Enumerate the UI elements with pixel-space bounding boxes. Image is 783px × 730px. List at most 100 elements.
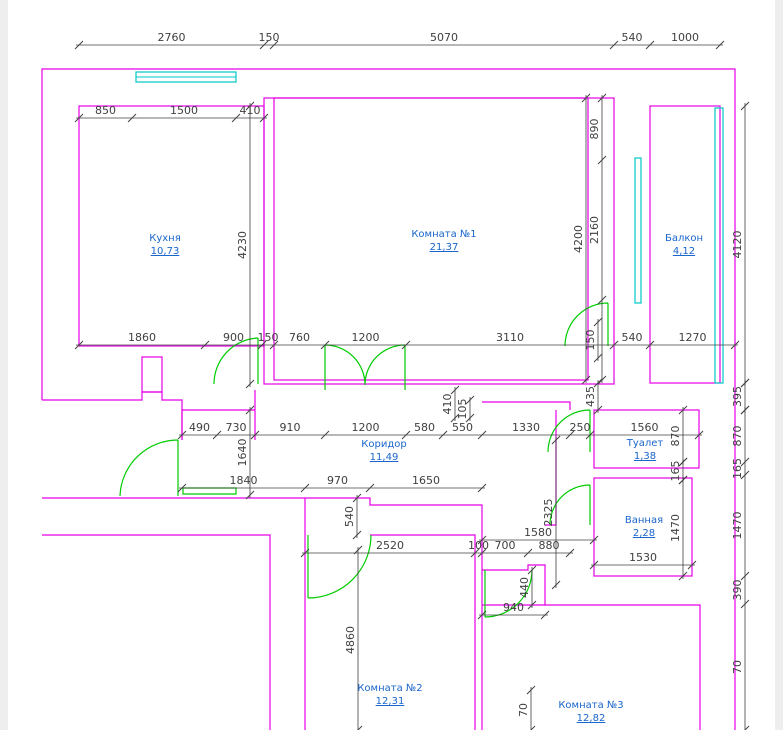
dimension-tick <box>245 405 255 415</box>
dimension-tick <box>687 560 697 570</box>
entrance-door-leaf <box>182 487 237 495</box>
dimension-tick <box>257 340 267 350</box>
dimension-tick <box>477 483 487 493</box>
dimension-tick <box>609 340 619 350</box>
dimension-tick <box>740 457 750 467</box>
dimension-tick <box>597 295 607 305</box>
dimension-tick <box>465 395 475 405</box>
dimension-tick <box>526 685 536 695</box>
dimension-tick <box>352 530 362 540</box>
dim-right-column-label: 165 <box>731 458 744 479</box>
dimension-tick <box>177 430 187 440</box>
doors-layer <box>119 302 609 618</box>
dimension-tick <box>527 565 537 575</box>
room3-door-swing <box>484 569 533 618</box>
outer-wall-outline <box>41 68 736 730</box>
dim-corridor-row-label: 490 <box>189 421 210 434</box>
dim-corridor-row-label: 730 <box>226 421 247 434</box>
dim-room3-side-label: 70 <box>517 703 530 717</box>
dimension-tick <box>740 378 750 388</box>
dimension-tick <box>269 340 279 350</box>
dimension-tick <box>597 93 607 103</box>
dim-room2-top-label: 2520 <box>376 539 404 552</box>
dimension-tick <box>609 40 619 50</box>
dim-corridor-410-label: 410 <box>441 394 454 415</box>
dimension-tick <box>245 379 255 389</box>
dimension-tick <box>300 483 310 493</box>
dimension-tick <box>438 430 448 440</box>
dimension-tick <box>74 40 84 50</box>
room-area-balcony: 4,12 <box>673 246 695 257</box>
outer-wall-lower-left <box>42 391 183 440</box>
dim-corridor-row-label: 1200 <box>352 421 380 434</box>
room-area-room3: 12,82 <box>577 713 606 724</box>
dimension-tick <box>740 599 750 609</box>
dim-right-column-label: 1470 <box>731 512 744 540</box>
dim-mid-row-label: 970 <box>327 474 348 487</box>
room-name-room3: Комната №3 <box>558 700 623 711</box>
dimension-tick <box>527 600 537 610</box>
dimension-tick <box>565 548 575 558</box>
dimension-tick <box>477 430 487 440</box>
dim-mid-row-label: 1650 <box>412 474 440 487</box>
dimension-tick <box>401 430 411 440</box>
room3-wall-top <box>482 564 701 730</box>
dimension-tick <box>694 430 704 440</box>
dimension-tick <box>645 40 655 50</box>
dim-1580-label: 1580 <box>524 526 552 539</box>
balcony-window <box>714 107 724 384</box>
dimension-tick <box>259 40 269 50</box>
dimension-tick <box>450 385 460 395</box>
dimension-tick <box>477 610 487 620</box>
windows-layer <box>135 71 724 384</box>
room-area-kitchen: 10,73 <box>151 246 180 257</box>
dimension-tick <box>352 493 362 503</box>
dimension-tick <box>401 340 411 350</box>
dimension-tick <box>259 113 269 123</box>
dimension-tick <box>470 548 480 558</box>
dim-room1-right-label: 890 <box>588 119 601 140</box>
dim-wet-partition-label: 2325 <box>542 499 555 527</box>
dim-row-345-label: 760 <box>289 331 310 344</box>
corridor-wall-left <box>181 409 255 440</box>
dim-top-label: 540 <box>622 31 643 44</box>
dim-wet-between-label: 165 <box>669 461 682 482</box>
dim-mid-row-label: 1840 <box>230 474 258 487</box>
dim-room2-top-label: 880 <box>539 539 560 552</box>
room-area-room2: 12,31 <box>376 696 405 707</box>
dim-top-label: 2760 <box>158 31 186 44</box>
dim-corridor-row-label: 1330 <box>512 421 540 434</box>
dimension-tick <box>465 413 475 423</box>
dim-kitchen-top-label: 1500 <box>170 104 198 117</box>
dimension-tick <box>585 430 595 440</box>
dimension-tick <box>450 413 460 423</box>
dim-room2-top-label: 100 <box>468 539 489 552</box>
bathroom-door-swing <box>549 484 591 526</box>
dimension-tick <box>740 405 750 415</box>
bathroom-wall <box>593 477 693 577</box>
dim-kitchen-side-label: 4230 <box>236 231 249 259</box>
room-name-toilet: Туалет <box>626 438 664 449</box>
room-area-corridor: 11,49 <box>370 452 399 463</box>
dimension-tick <box>551 580 561 590</box>
dimension-tick <box>477 548 487 558</box>
dim-kitchen-top-label: 850 <box>95 104 116 117</box>
walls-layer <box>41 68 736 730</box>
dim-bath-side-label: 1470 <box>669 514 682 542</box>
dim-row-345-label: 1270 <box>679 331 707 344</box>
dimension-tick <box>589 535 599 545</box>
room2-wall-top-right <box>305 497 483 730</box>
dimension-tick <box>645 340 655 350</box>
dimension-tick <box>740 101 750 111</box>
dim-toilet-side-label: 870 <box>669 426 682 447</box>
left-frame-strip <box>0 0 8 730</box>
dimension-tick <box>212 430 222 440</box>
dim-corridor-row-label: 250 <box>570 421 591 434</box>
toilet-wall <box>593 409 700 469</box>
room-left-wall <box>42 534 271 730</box>
room1-double-door <box>324 344 406 390</box>
room2-wall-inner <box>370 534 476 730</box>
dimension-tick <box>740 470 750 480</box>
dimension-tick <box>250 430 260 440</box>
